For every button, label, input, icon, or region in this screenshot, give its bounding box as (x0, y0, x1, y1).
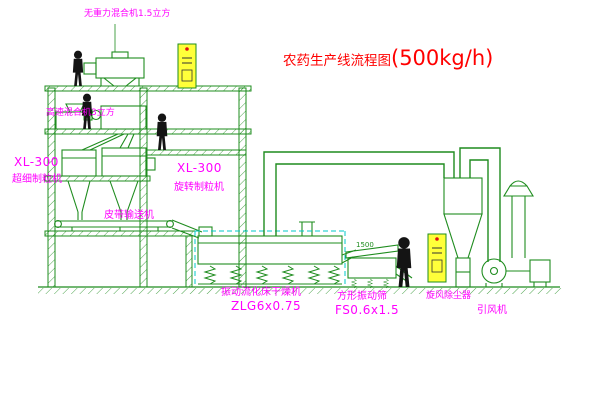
label-gravity-mixer: 无重力混合机1.5立方 (84, 9, 171, 19)
diagram-title-text: 农药生产线流程图 (283, 53, 391, 69)
dimension-sieve: 1500 (356, 241, 374, 249)
ground-line (38, 286, 562, 294)
label-high-speed-mixer: 高速混合机3立方 (46, 108, 115, 118)
label-dryer-name: 振动流化床干燥机 (221, 287, 301, 298)
label-sieve-name: 方形振动筛 (337, 291, 387, 302)
fluid-bed-dryer (197, 221, 357, 285)
duct-piping (263, 147, 501, 262)
granulator-mid (101, 147, 156, 220)
label-granulator-mid-name: 旋转制粒机 (174, 182, 224, 193)
label-granulator-left-name: 超细制粒机 (12, 174, 62, 185)
label-cyclone-name: 旋风除尘器 (426, 291, 472, 301)
label-belt-conveyor: 皮带输送机 (104, 210, 154, 221)
dryer-spring (256, 265, 268, 285)
diagram-title-capacity: (500kg/h) (391, 46, 494, 70)
vibration-boundary (194, 230, 346, 287)
belt-conveyor (54, 219, 203, 239)
granulator-left (61, 149, 97, 220)
control-cabinet-2 (427, 233, 447, 283)
label-fan-name: 引风机 (477, 305, 507, 316)
worker-figure-3 (156, 113, 168, 150)
control-cabinet-1 (177, 43, 197, 89)
induced-draft-fan (481, 258, 551, 287)
exhaust-stack (503, 180, 534, 258)
label-dryer-model: ZLG6x0.75 (231, 299, 302, 313)
label-granulator-left-model: XL-300 (14, 155, 59, 169)
label-granulator-mid-model: XL-300 (177, 161, 222, 175)
high-speed-mixer (81, 105, 147, 151)
dryer-spring (282, 265, 294, 285)
dryer-spring (204, 265, 216, 285)
dryer-spring (308, 265, 320, 285)
dryer-spring (328, 265, 340, 285)
cyclone-separator (443, 177, 483, 288)
gravity-mixer (83, 51, 145, 87)
label-sieve-model: FS0.6x1.5 (335, 303, 400, 317)
worker-figure-1 (72, 50, 84, 86)
diagram-title: 农药生产线流程图(500kg/h) (283, 46, 493, 70)
